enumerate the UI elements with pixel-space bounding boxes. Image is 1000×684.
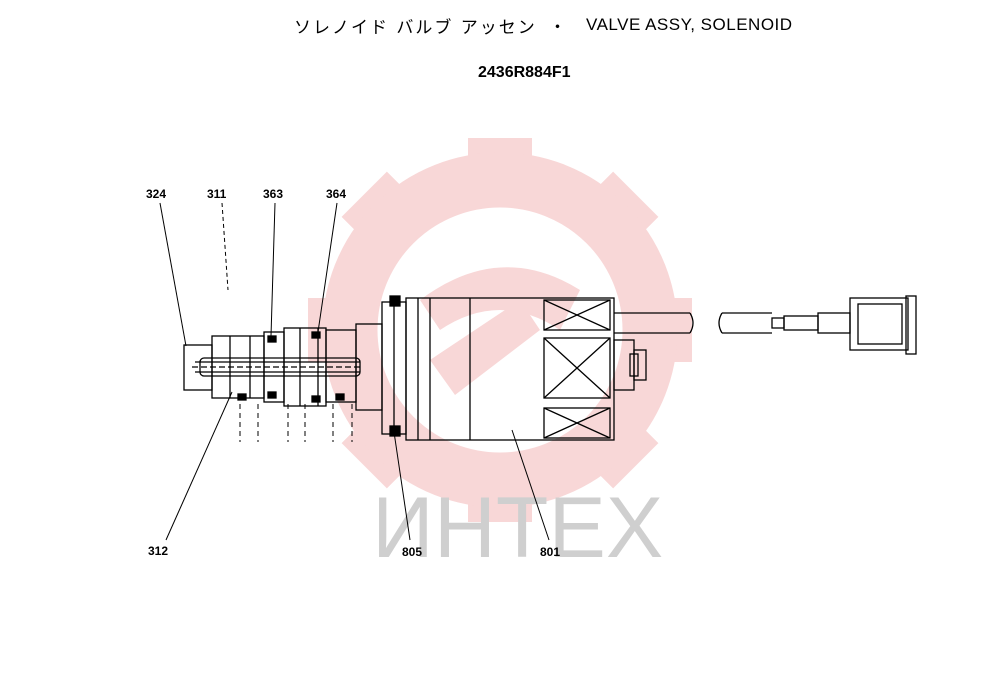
port-lines — [239, 404, 353, 442]
leader-lines — [159, 202, 550, 541]
callout-801: 801 — [540, 545, 560, 559]
cable-connector — [614, 295, 917, 355]
callout-311: 311 — [207, 187, 227, 201]
callout-324: 324 — [146, 187, 166, 201]
valve-body — [183, 323, 383, 411]
title-separator: ・ — [549, 18, 566, 38]
title-english: VALVE ASSY, SOLENOID — [586, 15, 793, 34]
callout-364: 364 — [326, 187, 346, 201]
part-number: 2436R884F1 — [478, 64, 571, 81]
solenoid-body — [405, 297, 647, 441]
callout-363: 363 — [263, 187, 283, 201]
callout-312: 312 — [148, 544, 168, 558]
callout-805: 805 — [402, 545, 422, 559]
title-japanese: ソレノイド バルブ アッセン — [294, 18, 537, 38]
watermark-gear-icon — [308, 138, 692, 522]
watermark-text: ИНТЕХ — [372, 480, 663, 576]
